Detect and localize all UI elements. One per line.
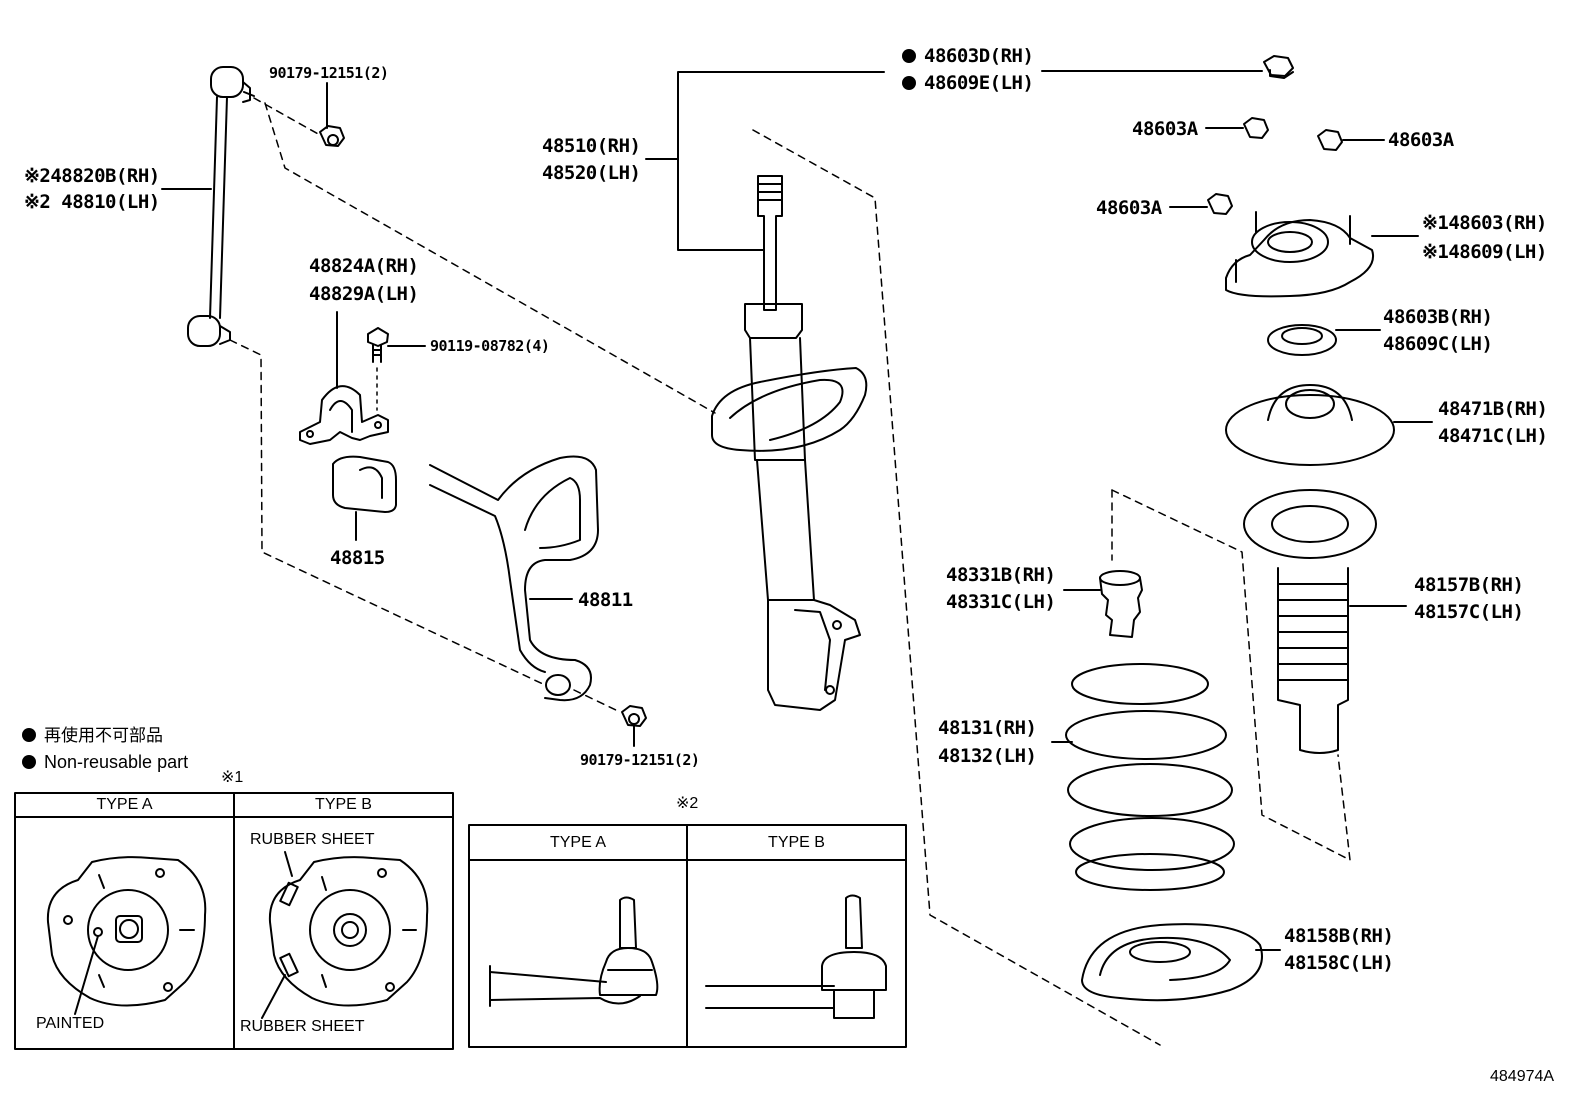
stabilizer-link-part	[187, 66, 255, 347]
nut-48603D-part	[1263, 55, 1294, 79]
table1-header-type-b: TYPE B	[315, 796, 372, 813]
table2-type-a-link	[489, 896, 659, 1007]
label-90179-top: 90179-12151(2)	[269, 64, 389, 82]
leader-strut-bracket	[677, 71, 885, 251]
label-strut-rh: 48510(RH)	[542, 135, 641, 157]
upper-spring-seat-part	[1225, 384, 1395, 466]
nut-90179-top	[319, 125, 345, 147]
label-bearing-lh: 48609C(LH)	[1383, 333, 1493, 355]
label-painted: PAINTED	[36, 1015, 105, 1032]
stabilizer-bushing-part	[332, 455, 397, 513]
dashed-guides-link	[229, 97, 716, 686]
label-boot-rh: 48157B(RH)	[1414, 574, 1524, 596]
nut-48603A-1	[1243, 117, 1269, 139]
legend-jp-text: 再使用不可部品	[44, 726, 163, 745]
label-bumper-lh: 48331C(LH)	[946, 591, 1056, 613]
table1-mark: ※1	[221, 769, 244, 786]
label-strut-lh: 48520(LH)	[542, 162, 641, 184]
label-boot-lh: 48157C(LH)	[1414, 601, 1524, 623]
nut-48603A-2	[1317, 129, 1343, 151]
label-nut-lh-text: 48609E(LH)	[924, 72, 1034, 94]
table2-type-b-link	[705, 894, 887, 1019]
table1-type-b-support	[261, 851, 429, 1019]
label-rubber-sheet-bottom: RUBBER SHEET	[240, 1018, 365, 1035]
dashed-guides-strut	[752, 129, 1161, 1046]
label-rubber-sheet-top: RUBBER SHEET	[250, 831, 375, 848]
label-support-rh: ※148603(RH)	[1422, 212, 1547, 234]
figure-reference: 484974A	[1490, 1068, 1555, 1085]
legend-bullet	[22, 728, 36, 742]
table1-type-a-support	[46, 856, 207, 1015]
nut-90179-bottom	[621, 705, 647, 727]
non-reusable-bullet	[902, 49, 916, 63]
table-2-frame	[468, 824, 907, 1048]
label-nut-lh: 48609E(LH)	[902, 69, 1034, 97]
non-reusable-bullet	[902, 76, 916, 90]
dust-boot-part	[1243, 489, 1377, 754]
stabilizer-bar-part	[429, 455, 599, 702]
label-nut-rh-text: 48603D(RH)	[924, 45, 1034, 67]
table2-header-type-a: TYPE A	[549, 834, 607, 851]
label-90179-bottom: 90179-12151(2)	[580, 751, 700, 769]
table1-header-type-a: TYPE A	[96, 796, 153, 813]
label-upper-seat-lh: 48471C(LH)	[1438, 425, 1548, 447]
table-1-frame	[14, 792, 454, 1050]
table2-header-type-b: TYPE B	[768, 834, 825, 851]
legend-bullet	[22, 755, 36, 769]
label-insulator-lh: 48158C(LH)	[1284, 952, 1394, 974]
label-spring-rh: 48131(RH)	[938, 717, 1037, 739]
legend-en-text: Non-reusable part	[44, 752, 189, 772]
label-90119: 90119-08782(4)	[430, 337, 550, 355]
lower-insulator-part	[1081, 923, 1263, 1002]
label-bushing: 48815	[330, 547, 385, 569]
label-link-lh: ※2 48810(LH)	[24, 191, 160, 213]
label-nut-rh: 48603D(RH)	[902, 42, 1034, 70]
upper-support-part	[1225, 211, 1374, 298]
label-bearing-rh: 48603B(RH)	[1383, 306, 1493, 328]
label-stab-bar: 48811	[578, 589, 633, 611]
label-spring-lh: 48132(LH)	[938, 745, 1037, 767]
label-support-lh: ※148609(LH)	[1422, 241, 1547, 263]
coil-spring-part	[1065, 663, 1235, 891]
bolt-90119-part	[367, 327, 389, 363]
label-bumper-rh: 48331B(RH)	[946, 564, 1056, 586]
table2-mark: ※2	[676, 795, 699, 812]
nut-48603A-3	[1207, 193, 1233, 215]
label-nut-a1: 48603A	[1132, 118, 1198, 140]
bump-stopper-part	[1099, 570, 1143, 638]
label-bracket-lh: 48829A(LH)	[309, 283, 419, 305]
label-upper-seat-rh: 48471B(RH)	[1438, 398, 1548, 420]
label-bracket-rh: 48824A(RH)	[309, 255, 419, 277]
label-insulator-rh: 48158B(RH)	[1284, 925, 1394, 947]
legend-jp: 再使用不可部品	[22, 722, 163, 750]
strut-assembly-part	[711, 175, 868, 711]
legend-en: Non-reusable part	[22, 748, 188, 776]
label-link-rh: ※248820B(RH)	[24, 165, 160, 187]
bearing-part	[1267, 324, 1337, 356]
label-nut-a3: 48603A	[1096, 197, 1162, 219]
label-nut-a2: 48603A	[1388, 129, 1454, 151]
dashed-guides-right	[1111, 489, 1351, 861]
stabilizer-bracket-part	[299, 385, 389, 445]
